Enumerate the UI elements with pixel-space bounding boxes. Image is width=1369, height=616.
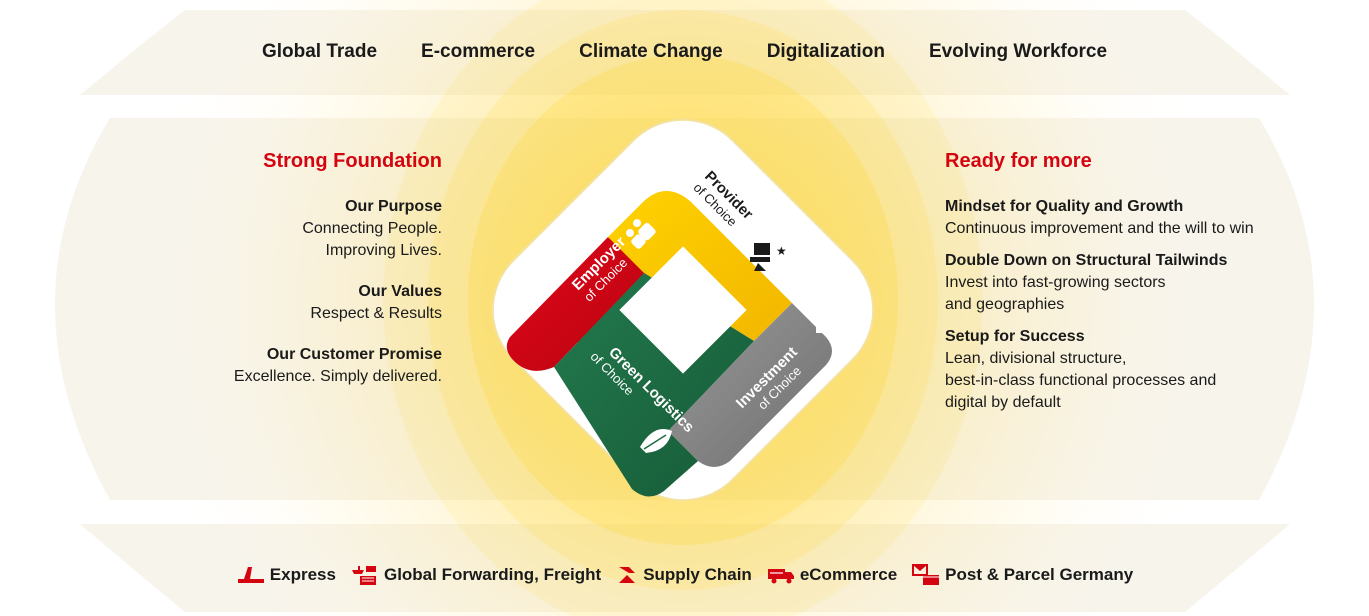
ready-item-desc: Continuous improvement and the will to w… [945,220,1254,237]
foundation-item-desc: Respect & Results [310,305,442,322]
strong-foundation-heading: Strong Foundation [263,150,442,172]
megatrends-band: Global Trade E-commerce Climate Change D… [0,30,1369,74]
ready-item-desc: Invest into fast-growing sectors and geo… [945,274,1166,313]
employer-segment-body [506,237,644,371]
divisions-band: Express Global Forwarding, Freight Suppl… [0,560,1369,590]
division-express: Express [236,565,336,585]
megatrend-label: Digitalization [766,41,885,62]
division-ecommerce: eCommerce [766,565,897,585]
megatrend-label: Climate Change [579,41,723,62]
foundation-item-desc: Connecting People. [302,220,442,237]
people-icon [626,219,656,249]
ready-item-title: Setup for Success [945,328,1085,345]
svg-text:★: ★ [776,244,787,258]
investment-icon [811,304,838,333]
division-label: eCommerce [799,565,898,584]
strong-foundation-column: Strong Foundation Our Purpose Connecting… [140,150,442,407]
foundation-item-title: Our Customer Promise [266,346,442,363]
division-label: Supply Chain [643,565,752,584]
division-supply-chain: Supply Chain [615,563,752,587]
division-label: Post & Parcel Germany [945,565,1134,584]
ready-item-title: Mindset for Quality and Growth [945,198,1184,215]
division-post-parcel: Post & Parcel Germany [911,563,1133,587]
parcel-icon [912,564,940,585]
investment-segment [668,303,832,467]
plane-icon [237,567,264,583]
ready-item: Double Down on Structural Tailwinds Inve… [945,250,1365,316]
ready-for-more-column: Ready for more Mindset for Quality and G… [945,150,1365,424]
foundation-item-title: Our Purpose [345,198,442,215]
foundation-item-title: Our Values [358,283,442,300]
ready-item-desc: Lean, divisional structure, best-in-clas… [945,350,1217,411]
foundation-item-desc: Excellence. Simply delivered. [233,368,442,385]
ready-for-more-heading: Ready for more [945,150,1092,172]
leaf-icon [640,429,672,453]
diagram-center [619,246,747,374]
foundation-item: Our Purpose Connecting People. Improving… [140,196,442,262]
ready-item: Setup for Success Lean, divisional struc… [945,326,1365,414]
foundation-item: Our Values Respect & Results [140,281,442,325]
foundation-item: Our Customer Promise Excellence. Simply … [140,344,442,388]
ready-item: Mindset for Quality and Growth Continuou… [945,196,1365,240]
foundation-item-desc: Improving Lives. [325,242,443,259]
delivery-person-icon: ★ [750,243,787,271]
ready-item-title: Double Down on Structural Tailwinds [945,252,1228,269]
supply-chain-icon [619,567,636,583]
megatrend-label: Global Trade [261,41,378,62]
division-label: Express [269,565,336,584]
division-global-forwarding: Global Forwarding, Freight [350,564,601,586]
megatrend-label: Evolving Workforce [928,41,1108,62]
truck-icon [767,569,794,584]
freight-icon [351,566,376,585]
megatrend-label: E-commerce [421,41,536,62]
strategy-diagram: Employer of Choice Provider of Choice In… [491,118,875,502]
division-label: Global Forwarding, Freight [383,565,602,584]
